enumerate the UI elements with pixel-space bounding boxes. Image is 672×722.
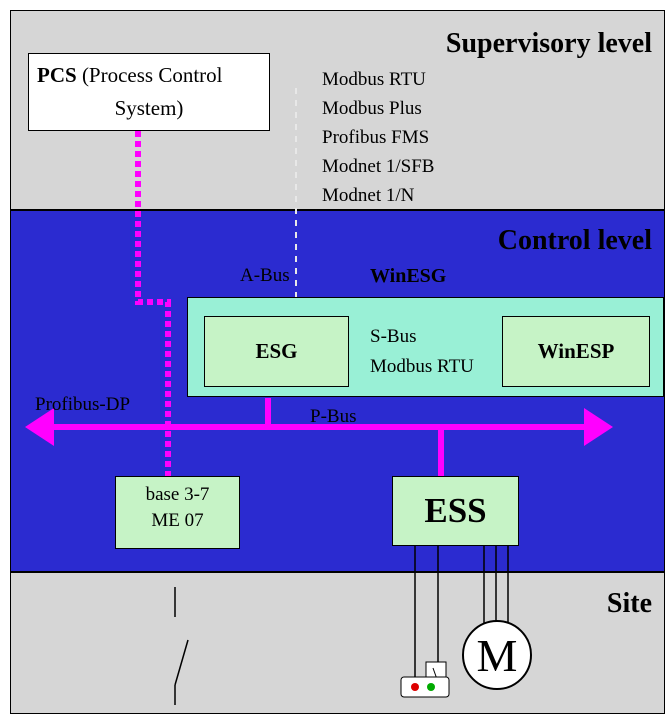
site-level-band xyxy=(10,572,665,714)
modbus-rtu-label: Modbus RTU xyxy=(370,356,474,377)
s-bus-label: S-Bus xyxy=(370,326,417,347)
site-level-title: Site xyxy=(606,588,652,619)
protocol-item: Modnet 1/SFB xyxy=(322,156,435,177)
pcs-box: PCS (Process Control System) xyxy=(28,53,270,131)
esg-box: ESG xyxy=(204,316,349,387)
pcs-connection-line xyxy=(135,131,171,476)
green-light-icon xyxy=(427,683,435,691)
protocol-list: Modbus RTU Modbus Plus Profibus FMS Modn… xyxy=(322,65,434,210)
p-bus-label: P-Bus xyxy=(310,406,357,427)
protocol-item: Profibus FMS xyxy=(322,127,430,148)
switch-blade xyxy=(174,639,189,686)
motor-label: M xyxy=(476,629,518,681)
base-line1: base 3-7 xyxy=(145,484,210,505)
motor-icon xyxy=(462,620,532,690)
pcs-line1: (Process Control xyxy=(81,63,223,87)
pcs-line2: System) xyxy=(114,96,184,120)
protocol-item: Modbus RTU xyxy=(322,69,426,90)
a-bus-label: A-Bus xyxy=(240,265,290,286)
control-level-title: Control level xyxy=(497,225,652,256)
pcs-abbr: PCS xyxy=(37,63,77,87)
protocol-item: Modbus Plus xyxy=(322,98,422,119)
winesp-box: WinESP xyxy=(502,316,650,387)
profibus-dp-label: Profibus-DP xyxy=(35,394,131,415)
protocol-item: Modnet 1/N xyxy=(322,185,415,206)
base-box: base 3-7 ME 07 xyxy=(115,476,240,549)
indicator-panel-icon xyxy=(400,676,450,698)
p-bus-arrow-left xyxy=(25,408,54,446)
ess-box: ESS xyxy=(392,476,519,546)
winesg-title: WinESG xyxy=(370,265,447,287)
base-line2: ME 07 xyxy=(151,510,204,531)
supervisory-level-title: Supervisory level xyxy=(445,28,652,59)
p-bus-arrow-right xyxy=(584,408,613,446)
red-light-icon xyxy=(411,683,419,691)
